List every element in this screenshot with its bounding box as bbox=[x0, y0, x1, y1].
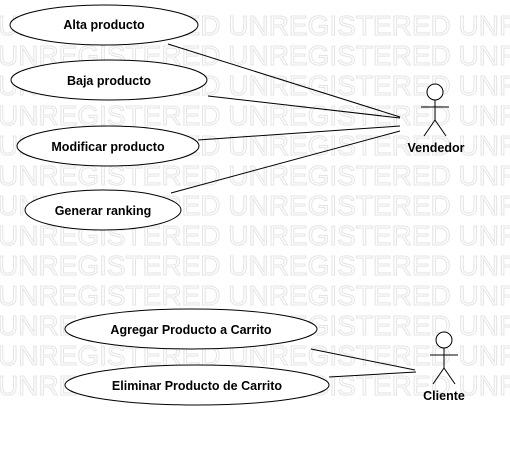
actor-cliente[interactable]: Cliente bbox=[423, 331, 465, 403]
association-line bbox=[167, 43, 401, 118]
use-case-baja[interactable]: Baja producto bbox=[10, 59, 208, 101]
use-case-label: Generar ranking bbox=[55, 204, 152, 218]
watermark-row: UNREGISTERED UNREGISTERED UNREGISTERED bbox=[0, 280, 510, 311]
watermark-row: UNREGISTERED UNREGISTERED UNREGISTERED bbox=[0, 250, 510, 281]
association-line bbox=[197, 125, 401, 141]
use-case-agregar[interactable]: Agregar Producto a Carrito bbox=[64, 308, 318, 350]
stick-figure-icon bbox=[421, 83, 449, 137]
use-case-ranking[interactable]: Generar ranking bbox=[24, 189, 182, 231]
use-case-modificar[interactable]: Modificar producto bbox=[16, 125, 200, 167]
actor-label: Cliente bbox=[423, 389, 465, 403]
stick-figure-icon bbox=[430, 331, 458, 385]
association-line bbox=[170, 130, 401, 194]
association-line bbox=[310, 348, 416, 371]
use-case-eliminar[interactable]: Eliminar Producto de Carrito bbox=[64, 364, 330, 406]
actor-vendedor[interactable]: Vendedor bbox=[408, 83, 465, 155]
actor-label: Vendedor bbox=[408, 141, 465, 155]
use-case-label: Alta producto bbox=[63, 18, 145, 32]
use-case-alta[interactable]: Alta producto bbox=[9, 4, 199, 46]
association-line bbox=[328, 371, 417, 378]
use-case-label: Baja producto bbox=[67, 74, 151, 88]
association-line bbox=[207, 95, 401, 119]
use-case-label: Modificar producto bbox=[51, 140, 165, 154]
associations bbox=[167, 43, 417, 378]
use-case-label: Eliminar Producto de Carrito bbox=[112, 379, 283, 393]
use-case-label: Agregar Producto a Carrito bbox=[110, 323, 272, 337]
watermark-row: UNREGISTERED UNREGISTERED UNREGISTERED bbox=[0, 100, 510, 131]
